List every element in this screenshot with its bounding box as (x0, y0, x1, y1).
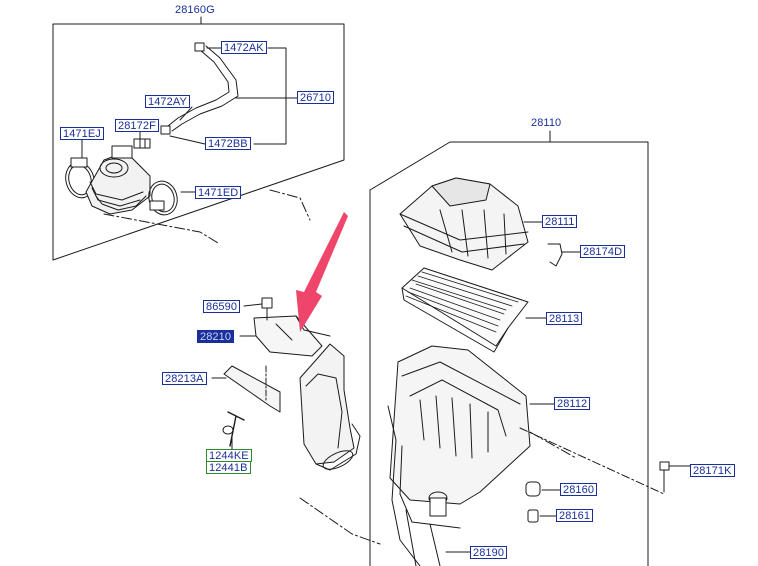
label-28161[interactable]: 28161 (556, 509, 594, 522)
label-26710[interactable]: 26710 (297, 91, 335, 104)
label-12441B[interactable]: 12441B (206, 461, 251, 474)
label-1472AY[interactable]: 1472AY (145, 95, 190, 108)
housing-frame (369, 141, 649, 566)
intake-duct (85, 151, 151, 215)
bolt-1244KE (227, 411, 245, 447)
hose-clamp-top (194, 42, 205, 52)
breather-fitting (133, 138, 151, 149)
label-28213A[interactable]: 28213A (162, 372, 207, 385)
label-28171K[interactable]: 28171K (690, 464, 735, 477)
breather-hose (171, 45, 239, 132)
leader-1472BB (169, 135, 206, 145)
label-1471EJ[interactable]: 1471EJ (60, 127, 104, 140)
highlight-arrow (296, 212, 348, 332)
bracket-28213A (223, 365, 281, 413)
label-28160G[interactable]: 28160G (175, 4, 215, 16)
resonator (299, 343, 355, 465)
label-28110[interactable]: 28110 (531, 117, 562, 129)
inset-frame (52, 23, 345, 261)
bolt-28171K (659, 461, 670, 471)
mount-28161 (527, 509, 539, 523)
label-28160[interactable]: 28160 (560, 483, 598, 496)
leader-1472AY (179, 106, 193, 121)
label-28112[interactable]: 28112 (554, 397, 591, 410)
filter-element (401, 267, 529, 347)
clip-28174D (547, 243, 563, 267)
mount-28160 (525, 481, 541, 497)
label-1472BB[interactable]: 1472BB (205, 137, 251, 150)
leader-bracket (253, 47, 287, 145)
label-28172F[interactable]: 28172F (115, 119, 159, 132)
clamp-right (148, 180, 178, 216)
lower-body (389, 345, 531, 505)
label-28111[interactable]: 28111 (542, 215, 578, 228)
hose-clamp-mid (160, 125, 171, 135)
bolt-86590 (261, 297, 273, 309)
label-1244KE[interactable]: 1244KE (206, 449, 252, 462)
label-28113[interactable]: 28113 (546, 312, 583, 325)
label-28190[interactable]: 28190 (470, 546, 508, 559)
label-28174D[interactable]: 28174D (580, 245, 626, 258)
label-86590[interactable]: 86590 (203, 300, 241, 313)
label-1471ED[interactable]: 1471ED (195, 186, 242, 199)
label-1472AK[interactable]: 1472AK (221, 41, 267, 54)
label-28210[interactable]: 28210 (197, 330, 235, 343)
